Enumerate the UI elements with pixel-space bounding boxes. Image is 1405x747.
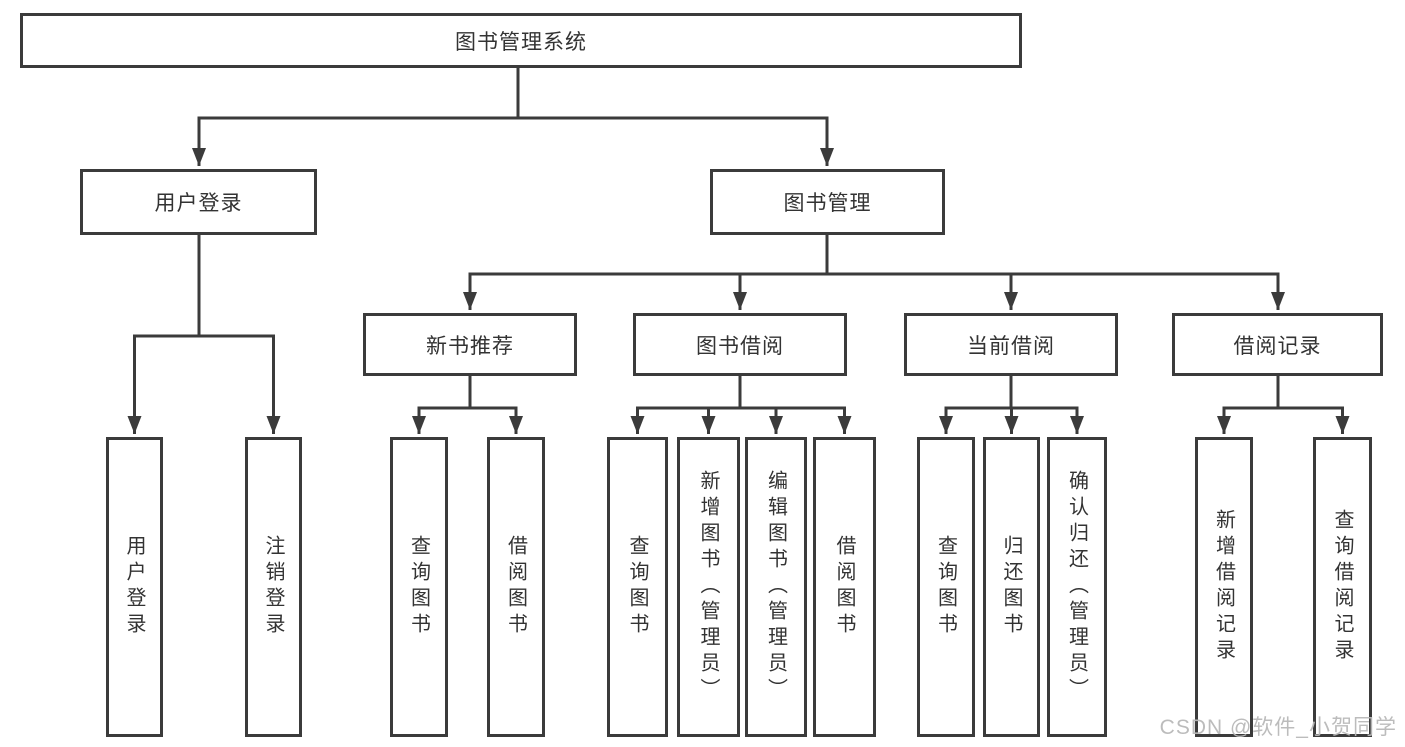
node-current-borrow: 当前借阅 [904,313,1118,376]
leaf-user-login: 用户登录 [106,437,163,737]
leaf-bb-add-books-admin: 新增图书（管理员） [677,437,740,737]
node-book-borrow: 图书借阅 [633,313,847,376]
leaf-bb-edit-books-admin: 编辑图书（管理员） [745,437,807,737]
leaf-cb-query-books: 查询图书 [917,437,975,737]
leaf-bb-borrow-books: 借阅图书 [813,437,876,737]
node-book-management: 图书管理 [710,169,945,235]
leaf-bb-query-books: 查询图书 [607,437,668,737]
leaf-cb-confirm-return-admin: 确认归还（管理员） [1047,437,1107,737]
node-root-library-system: 图书管理系统 [20,13,1022,68]
csdn-watermark: CSDN @软件_小贺同学 [1159,716,1397,739]
node-borrow-records: 借阅记录 [1172,313,1383,376]
node-user-login: 用户登录 [80,169,317,235]
leaf-nbr-query-books: 查询图书 [390,437,448,737]
leaf-logout: 注销登录 [245,437,302,737]
leaf-nbr-borrow-books: 借阅图书 [487,437,545,737]
leaf-br-add-record: 新增借阅记录 [1195,437,1253,737]
leaf-cb-return-books: 归还图书 [983,437,1040,737]
node-new-book-recommend: 新书推荐 [363,313,577,376]
leaf-br-query-record: 查询借阅记录 [1313,437,1372,737]
